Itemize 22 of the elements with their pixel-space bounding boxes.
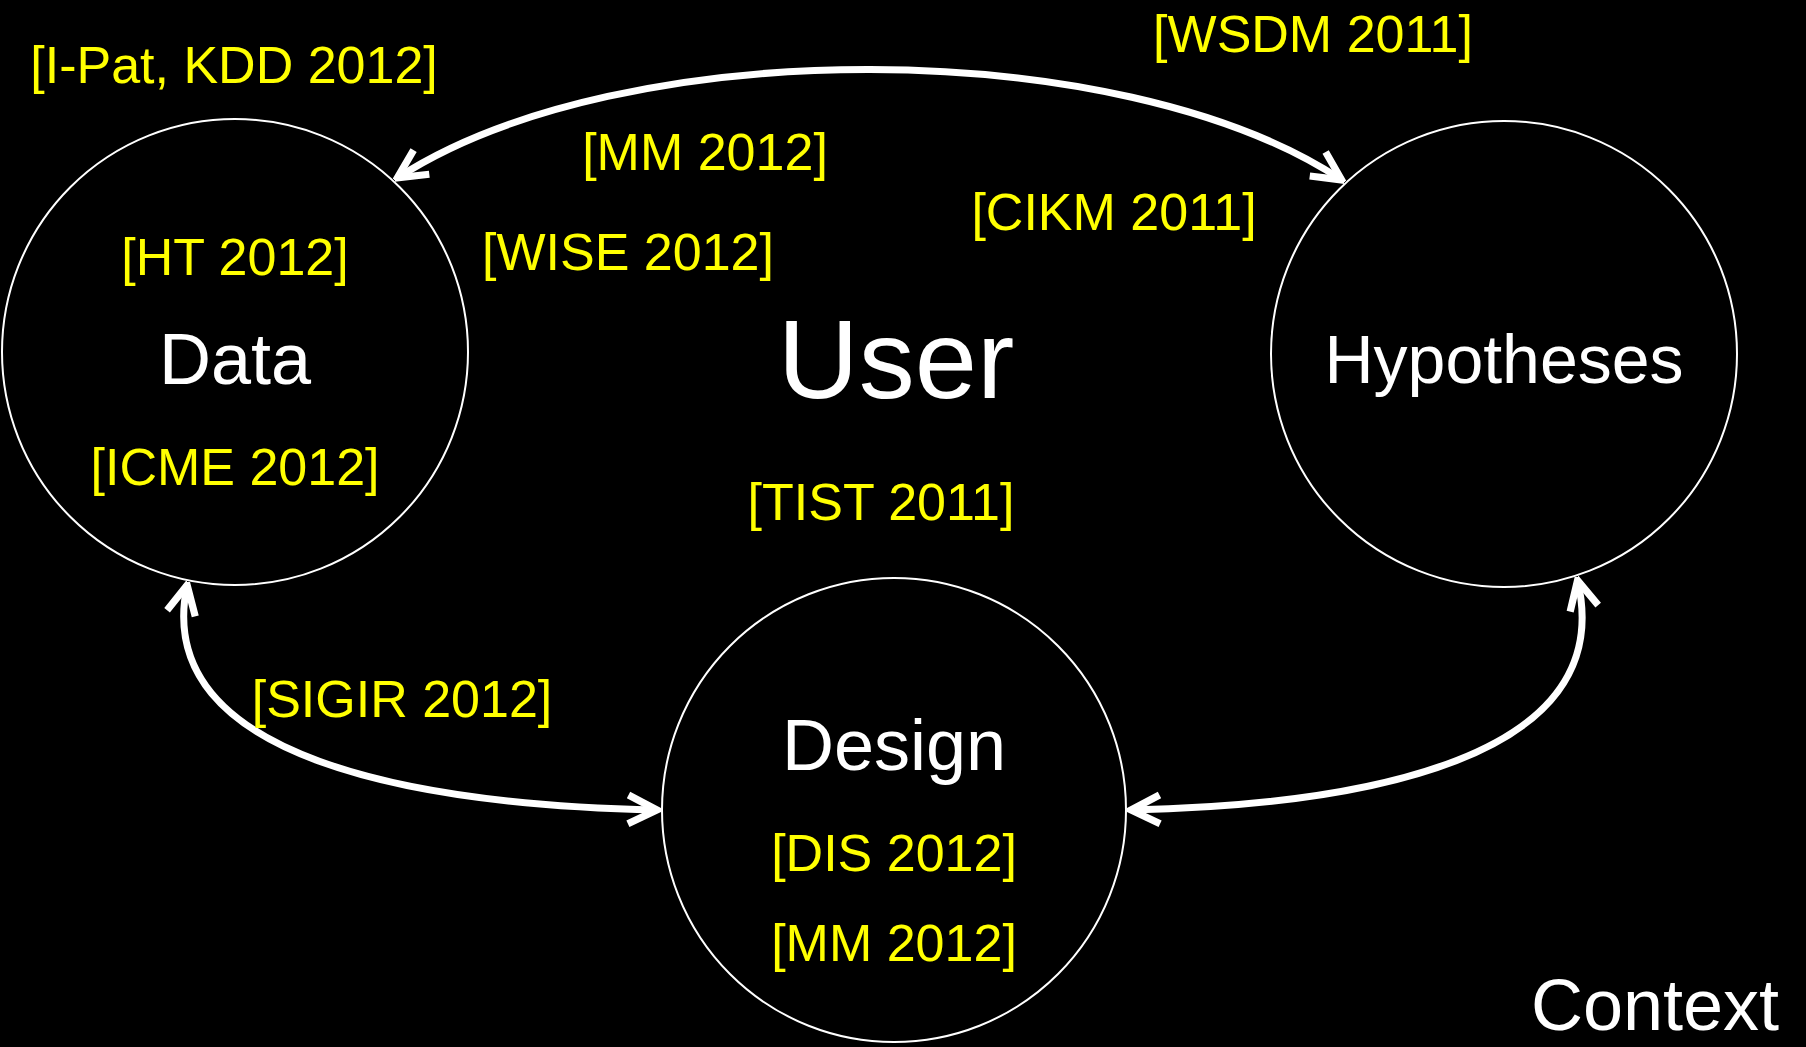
- circle-node: [661, 577, 1127, 1043]
- citation-label: [WISE 2012]: [482, 223, 774, 283]
- double-arrow: [1127, 576, 1599, 827]
- double-arrow: [167, 581, 661, 827]
- citation-label: [CIKM 2011]: [971, 183, 1257, 243]
- citation-text: [HT 2012]: [121, 228, 349, 288]
- citation-text: [DIS 2012]: [771, 824, 1017, 884]
- citation-text: [ICME 2012]: [90, 438, 380, 498]
- citation-label: [WSDM 2011]: [1153, 5, 1473, 65]
- double-arrow: [393, 66, 1346, 184]
- citation-label: [SIGIR 2012]: [251, 670, 553, 730]
- title-label: User: [777, 295, 1015, 424]
- citation-label: [MM 2012]: [582, 123, 828, 183]
- node-title: Design: [781, 703, 1007, 787]
- title-label: Context: [1530, 963, 1780, 1047]
- citation-label: [TIST 2011]: [747, 473, 1015, 533]
- citation-label: [I-Pat, KDD 2012]: [30, 36, 438, 96]
- node-title: Hypotheses: [1324, 319, 1684, 399]
- node-title: Data: [158, 317, 312, 401]
- circle-node: [1, 118, 469, 586]
- circle-node: [1270, 120, 1738, 588]
- citation-text: [MM 2012]: [771, 914, 1017, 974]
